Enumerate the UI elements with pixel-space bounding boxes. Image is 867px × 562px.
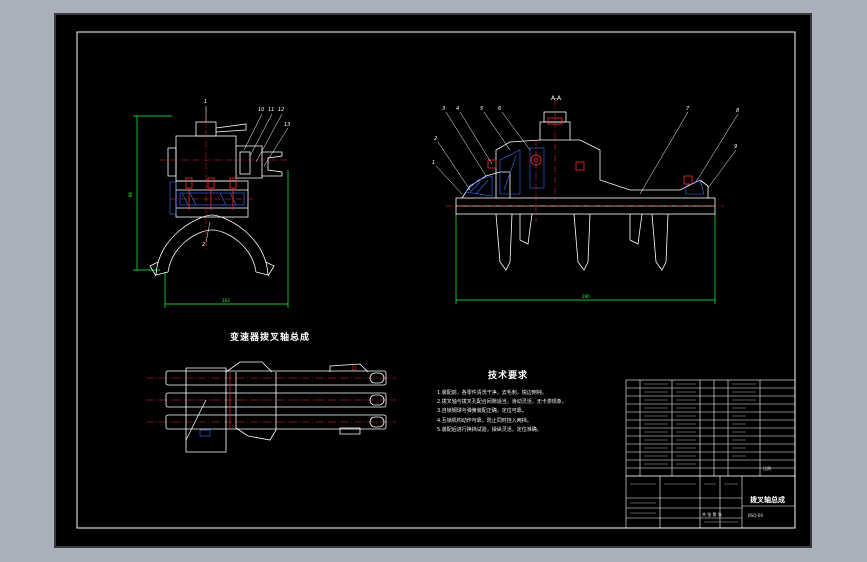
dim-width: 163 (222, 298, 230, 303)
balloon-right-8: 8 (736, 108, 740, 114)
parts-list-entries (630, 383, 756, 523)
balloon-right-2: 2 (434, 136, 438, 142)
balloon-left-10: 10 (258, 107, 265, 113)
side-view-dimensions (133, 115, 289, 308)
drawing-sheet (56, 15, 810, 546)
requirement-5: 5.装配后进行换挡试验，操纵灵活，定位准确。 (437, 427, 542, 433)
title-block (625, 475, 796, 529)
requirement-4: 4.互锁机构动作可靠，防止同时挂入两挡。 (437, 418, 532, 424)
section-view: 280 (435, 100, 739, 304)
requirement-2: 2.拨叉轴与拨叉孔配合间隙适当，滑动灵活，无卡滞现象。 (437, 399, 567, 405)
balloon-right-5: 5 (480, 106, 484, 112)
rail-detail (199, 429, 211, 437)
dim-length: 280 (582, 294, 590, 299)
title-block-name: 拨叉轴总成 (750, 496, 785, 504)
balloon-right-1: 1 (432, 160, 436, 166)
side-view: 86 163 (128, 106, 290, 308)
balloon-right-3: 3 (442, 106, 446, 112)
requirement-3: 3.自锁钢球与弹簧装配正确，定位可靠。 (437, 408, 527, 414)
balloon-left-12: 12 (278, 107, 285, 113)
title-block-sheet: 共 张 第 张 (702, 512, 722, 517)
assembly-title: 变速器拨叉轴总成 (230, 333, 311, 343)
balloon-left-2: 2 (202, 242, 206, 248)
section-dimensions (455, 213, 716, 304)
inner-border (76, 31, 796, 529)
balloon-left-13: 13 (284, 122, 291, 128)
parts-list (625, 379, 796, 477)
balloon-left-1: 1 (204, 99, 208, 105)
side-view-centerlines (160, 108, 290, 250)
balloon-left-11: 11 (268, 107, 275, 113)
section-detail (465, 147, 705, 197)
plan-view (146, 361, 396, 453)
requirement-1: 1.装配前，各零件清洗干净，去毛刺，锐边倒钝。 (437, 390, 547, 396)
rail-centerlines (146, 377, 396, 423)
balloon-right-6: 6 (498, 106, 502, 112)
tech-requirements-title: 技术要求 (488, 371, 529, 381)
rail-outlines (165, 361, 387, 453)
balloon-right-9: 9 (734, 144, 738, 150)
balloon-right-4: 4 (456, 106, 460, 112)
section-outline (455, 111, 716, 271)
section-leaders (435, 111, 739, 195)
title-block-scale: 比例 (763, 466, 771, 471)
title-block-code: BSQ-00 (748, 513, 764, 518)
dim-height: 86 (128, 191, 133, 197)
side-view-leaders (205, 106, 289, 243)
section-label: A-A (551, 95, 562, 102)
balloon-right-7: 7 (686, 106, 690, 112)
section-centerlines (446, 100, 724, 222)
rail-fasteners (229, 365, 357, 428)
